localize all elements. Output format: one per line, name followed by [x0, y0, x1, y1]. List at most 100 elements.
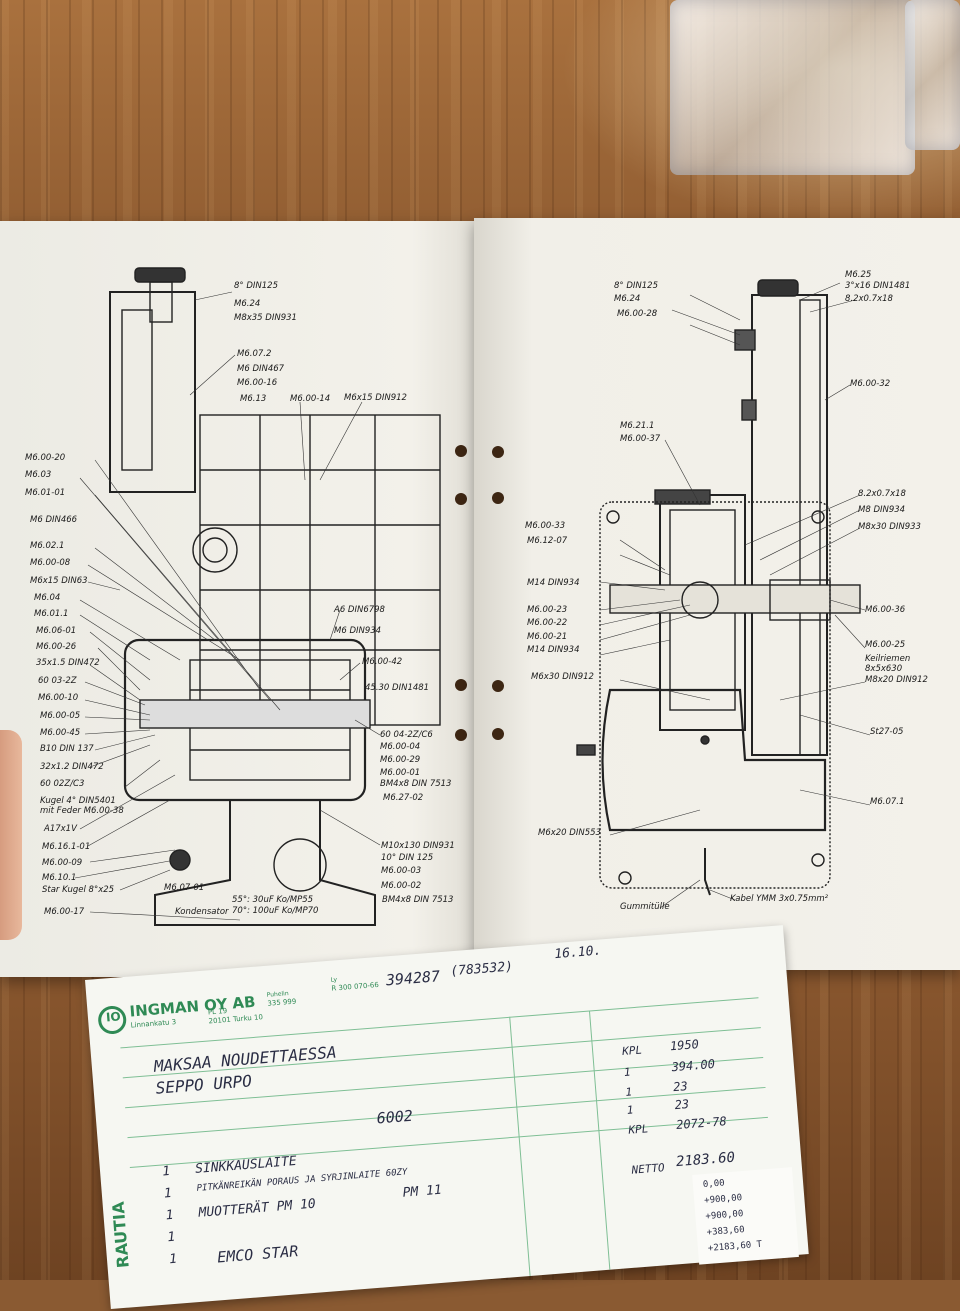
line-price: 23: [674, 1097, 690, 1113]
part-label: M6.00-08: [30, 558, 71, 568]
net-total: 2183.60: [675, 1149, 736, 1171]
line-price: 394.00: [671, 1056, 716, 1075]
ly-label: Ly: [330, 976, 338, 984]
order-reference: (783532): [449, 959, 514, 980]
right-leader-lines: [599, 282, 871, 909]
part-label: M6.06-01: [36, 626, 77, 636]
part-label: M6.25: [845, 270, 872, 280]
part-label: 8.2x0.7x18: [845, 294, 893, 304]
part-label: M6.00-10: [38, 693, 79, 703]
part-label: M6.00-26: [36, 642, 77, 652]
line-unit: KPL: [621, 1043, 643, 1059]
part-label: Kabel YMM 3x0.75mm²: [730, 894, 829, 904]
part-label: M6.27-02: [383, 793, 424, 803]
part-label: M6.00-25: [865, 640, 906, 650]
part-label: M14 DIN934: [527, 645, 580, 655]
part-label: M6.00-02: [381, 881, 422, 891]
part-label: 45.30 DIN1481: [365, 683, 430, 693]
line-item-desc: PM 11: [402, 1182, 443, 1201]
part-label: B10 DIN 137: [40, 744, 94, 754]
part-label: M6.24: [234, 299, 261, 309]
brand-mark: RAUTIA: [108, 1200, 133, 1269]
binder-hole: [455, 493, 467, 505]
part-label: 8° DIN125: [234, 281, 278, 291]
manual-page-left: [0, 221, 485, 977]
part-label: M6.07.2: [237, 349, 272, 359]
part-label: Kondensator: [175, 907, 229, 917]
part-label: M6.02.1: [30, 541, 65, 551]
hand-holding-page: [0, 730, 22, 940]
part-label: M6.00-17: [44, 907, 85, 917]
part-label: M6.00-04: [380, 742, 421, 752]
part-label: M6.00-22: [527, 618, 568, 628]
glass-candle-holder-right: [905, 0, 960, 150]
part-label: 70°: 100uF Ko/MP70: [232, 906, 319, 916]
part-label: M6.01.1: [34, 609, 69, 619]
company-postbox: PL 19: [207, 1006, 228, 1017]
part-label: M14 DIN934: [527, 578, 580, 588]
part-label: 8.2x0.7x18: [858, 489, 906, 499]
right-machine-drawing: [576, 279, 861, 896]
line-price: 23: [672, 1079, 689, 1095]
machine-cross-section-drawings: [74, 267, 871, 926]
ly-number: R 300 070-66: [331, 980, 380, 993]
line-price: 2072-78: [675, 1114, 728, 1133]
line-unit: 1: [626, 1103, 635, 1117]
part-label: mit Feder M6.00-38: [40, 806, 124, 816]
part-label: M6.00-23: [527, 605, 568, 615]
part-label: M8x35 DIN931: [234, 313, 297, 323]
part-label: M10x130 DIN931: [381, 841, 455, 851]
line-item-desc: MUOTTERÄT PM 10: [198, 1196, 317, 1221]
part-label: M6.00-09: [42, 858, 83, 868]
part-label: M6x15 DIN63: [30, 576, 88, 586]
part-label: M6.00-36: [865, 605, 906, 615]
part-label: 32x1.2 DIN472: [40, 762, 104, 772]
part-label: M6x30 DIN912: [531, 672, 594, 682]
part-label: M6.00-21: [527, 632, 568, 642]
part-label: M6.00-33: [525, 521, 566, 531]
phone-number: 335 999: [267, 997, 297, 1008]
left-leader-lines: [74, 291, 381, 921]
part-label: BM4x8 DIN 7513: [382, 895, 454, 905]
line-qty: 1: [166, 1229, 176, 1246]
part-label: 35x1.5 DIN472: [36, 658, 100, 668]
line-unit: 1: [623, 1065, 632, 1079]
binder-hole: [492, 728, 504, 740]
part-label: 8° DIN125: [614, 281, 658, 291]
part-label: M6.00-45: [40, 728, 81, 738]
part-label: Gummitülle: [620, 902, 670, 912]
company-logo: IO: [97, 1004, 128, 1036]
part-label: M6.00-03: [381, 866, 422, 876]
product-code: 6002: [376, 1106, 414, 1128]
part-label: M6.00-05: [40, 711, 81, 721]
part-label: M8 DIN934: [858, 505, 906, 515]
net-label: NETTO: [631, 1161, 666, 1177]
part-label: M6x20 DIN553: [538, 828, 601, 838]
glass-candle-holder: [670, 0, 915, 175]
adding-machine-tape: 0,00 +900,00 +900,00 +383,60 +2183,60 T: [692, 1167, 799, 1265]
part-label: M6.13: [240, 394, 267, 404]
binder-hole: [492, 680, 504, 692]
part-label: M6.10.1: [42, 873, 77, 883]
binder-hole: [455, 679, 467, 691]
part-label: 60 04-2Z/C6: [380, 730, 433, 740]
part-label: M6.00-01: [380, 768, 421, 778]
part-label: M6 DIN466: [30, 515, 78, 525]
part-label: A17x1V: [44, 824, 77, 834]
line-item-desc: EMCO STAR: [216, 1242, 299, 1267]
binder-hole: [455, 445, 467, 457]
part-label: M6.12-07: [527, 536, 568, 546]
binder-hole: [492, 492, 504, 504]
part-label: BM4x8 DIN 7513: [380, 779, 452, 789]
binder-hole: [492, 446, 504, 458]
part-label: M6.04: [34, 593, 61, 603]
part-label: 10° DIN 125: [381, 853, 434, 863]
part-label: M6.00-14: [290, 394, 331, 404]
part-label: M6.07-01: [164, 883, 205, 893]
part-label: M6.00-29: [380, 755, 421, 765]
part-label: M6.00-16: [237, 378, 278, 388]
line-price: 1950: [669, 1037, 700, 1054]
line-qty: 1: [165, 1207, 175, 1224]
part-label: M6.24: [614, 294, 641, 304]
part-label: M6.16.1-01: [42, 842, 91, 852]
